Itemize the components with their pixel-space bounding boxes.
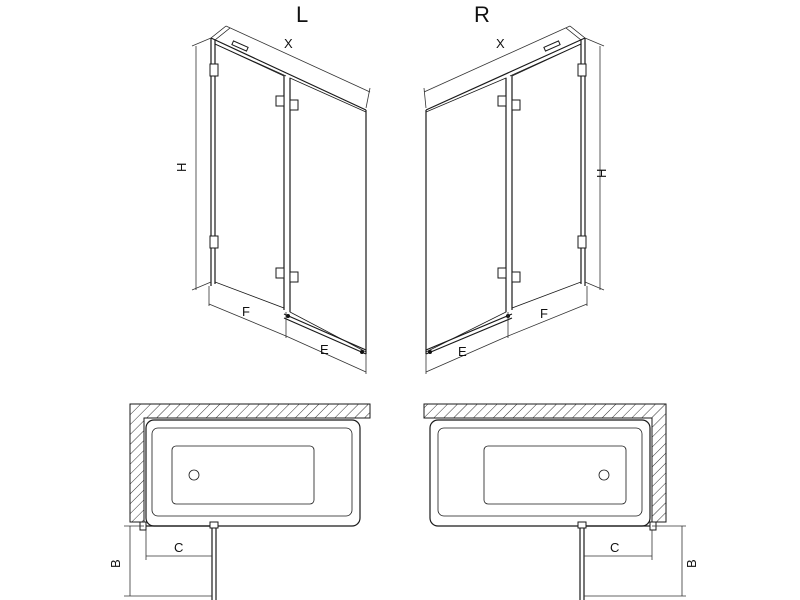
right-hinge-top (497, 95, 521, 111)
svg-text:H: H (174, 163, 189, 172)
left-plan-view: B C (108, 403, 371, 600)
right-plan-dim-b: B (584, 525, 699, 597)
left-view-title: L (296, 2, 308, 27)
svg-text:X: X (284, 36, 293, 51)
left-hinge-top (275, 95, 299, 111)
left-plan-wall (129, 403, 371, 523)
left-door-panel (289, 77, 367, 353)
right-plan-dim-c: C (584, 530, 653, 560)
right-hinge-bottom (497, 267, 521, 283)
right-plan-tub-basin (483, 445, 627, 505)
left-plan-dim-c: C (145, 530, 212, 560)
left-dim-fe: F E (208, 286, 367, 374)
svg-text:B: B (108, 559, 123, 568)
right-dim-x: X (423, 25, 571, 109)
right-fixed-panel (511, 43, 582, 309)
right-plan-drain (598, 469, 610, 481)
left-plan-screen (139, 521, 219, 600)
left-plan-bathtub (145, 419, 361, 527)
left-wall-bracket-bottom (209, 235, 219, 249)
left-plan-tub-basin (171, 445, 315, 505)
svg-text:F: F (540, 306, 548, 321)
left-hinge-bottom (275, 267, 299, 283)
svg-text:E: E (458, 344, 467, 359)
right-top-rail (425, 37, 586, 111)
left-fixed-panel (214, 43, 285, 309)
left-plan-drain (188, 469, 200, 481)
right-wall-bracket-bottom (577, 235, 587, 249)
right-wall-bracket-top (577, 63, 587, 77)
left-bottom-seal (283, 313, 367, 355)
right-dim-fe: F E (425, 286, 588, 374)
left-wall-bracket-top (209, 63, 219, 77)
svg-text:B: B (684, 559, 699, 568)
left-dim-h: H (174, 37, 212, 291)
right-door-panel (425, 77, 507, 353)
right-view-title: R (474, 2, 490, 27)
left-iso-view: L (174, 2, 371, 374)
svg-text:F: F (242, 304, 250, 319)
right-plan-view: B C (423, 403, 699, 600)
right-iso-view: R (423, 2, 609, 374)
svg-text:C: C (174, 540, 183, 555)
right-bottom-seal (425, 313, 513, 355)
right-dim-h: H (584, 37, 609, 291)
svg-text:E: E (320, 342, 329, 357)
right-plan-screen (577, 521, 657, 600)
left-plan-dim-b: B (108, 525, 212, 597)
left-dim-x: X (225, 25, 371, 109)
right-plan-bathtub (429, 419, 651, 527)
svg-text:H: H (594, 169, 609, 178)
svg-text:C: C (610, 540, 619, 555)
svg-text:X: X (496, 36, 505, 51)
